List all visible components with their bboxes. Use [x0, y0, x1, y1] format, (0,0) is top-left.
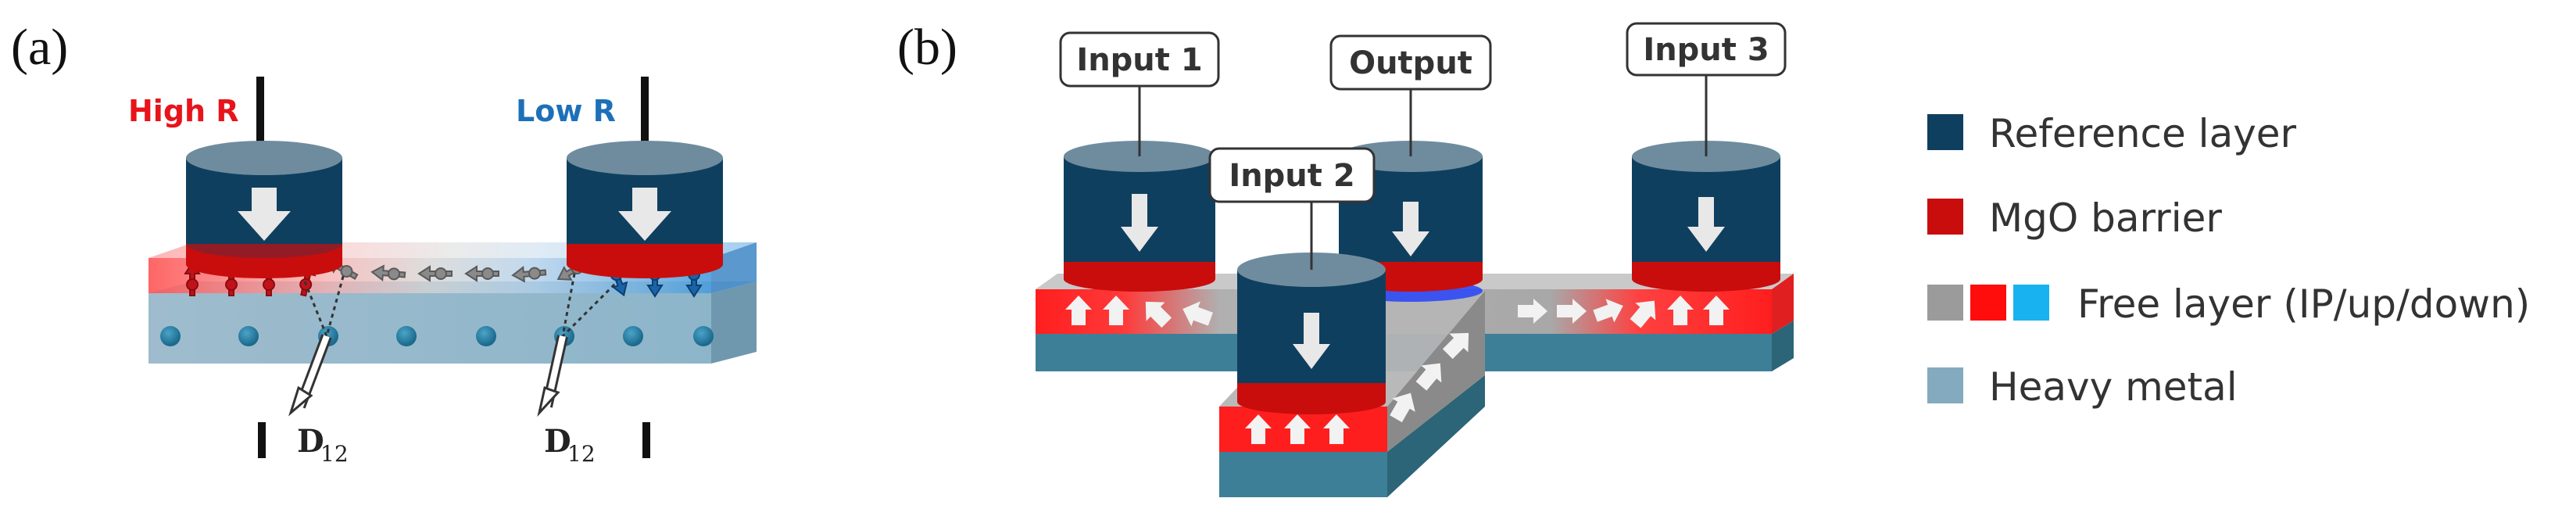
svg-text:12: 12 — [567, 441, 596, 467]
legend-label-free: Free layer (IP/up/down) — [2077, 281, 2530, 327]
input3-pillar — [1632, 75, 1780, 292]
svg-text:D: D — [297, 423, 324, 460]
svg-text:D: D — [544, 423, 571, 460]
input2-pillar — [1237, 202, 1386, 414]
heavy-metal-slab-a — [148, 281, 757, 364]
legend-label-heavy: Heavy metal — [1989, 364, 2238, 410]
bottom-lead-right — [642, 422, 650, 458]
d12-label-left: D 12 — [297, 423, 349, 467]
d12-label-right: D 12 — [544, 423, 596, 467]
input3-label: Input 3 — [1643, 32, 1769, 68]
legend-swatch-free-down — [2013, 285, 2049, 321]
legend-item-heavy: Heavy metal — [1927, 364, 2238, 410]
legend-item-mgo: MgO barrier — [1927, 195, 2222, 241]
high-r-label: High R — [128, 94, 239, 128]
legend-swatch-reference — [1927, 114, 1963, 150]
legend-swatch-free-ip — [1927, 285, 1963, 321]
legend-swatch-free-up — [1970, 285, 2006, 321]
legend: Reference layer MgO barrier Free layer (… — [1927, 111, 2530, 410]
mtj-left — [186, 77, 342, 278]
input1-box: Input 1 — [1059, 31, 1220, 88]
svg-text:12: 12 — [320, 441, 349, 467]
low-r-label: Low R — [516, 94, 616, 128]
output-label: Output — [1349, 45, 1472, 81]
panel-b-label: (b) — [897, 19, 957, 76]
input1-pillar — [1064, 86, 1215, 292]
bottom-lead-left — [258, 422, 266, 458]
reference-arrow-right-icon — [618, 188, 671, 241]
legend-item-reference: Reference layer — [1927, 111, 2297, 156]
legend-label-mgo: MgO barrier — [1989, 195, 2222, 241]
legend-swatch-heavy — [1927, 367, 1963, 403]
panel-b: (b) — [897, 19, 1794, 497]
mtj-right — [567, 77, 723, 278]
dmi-indicator-right — [537, 273, 619, 417]
input1-label: Input 1 — [1076, 42, 1202, 78]
legend-item-free: Free layer (IP/up/down) — [1927, 281, 2530, 327]
input2-box: Input 2 — [1208, 147, 1376, 203]
heavy-metal-atoms — [160, 326, 714, 346]
input3-arrow-icon — [1687, 197, 1725, 252]
input1-arrow-icon — [1121, 194, 1158, 252]
input2-label: Input 2 — [1229, 158, 1354, 194]
input3-box: Input 3 — [1626, 22, 1787, 77]
panel-a-label: (a) — [11, 19, 68, 76]
dmi-indicator-left — [288, 273, 345, 417]
input2-arrow-icon — [1293, 313, 1330, 369]
panel-a: (a) — [11, 19, 757, 467]
output-box: Output — [1329, 34, 1492, 91]
legend-swatch-mgo — [1927, 199, 1963, 235]
output-arrow-icon — [1392, 202, 1429, 256]
reference-arrow-left-icon — [238, 188, 291, 241]
legend-label-reference: Reference layer — [1989, 111, 2297, 156]
